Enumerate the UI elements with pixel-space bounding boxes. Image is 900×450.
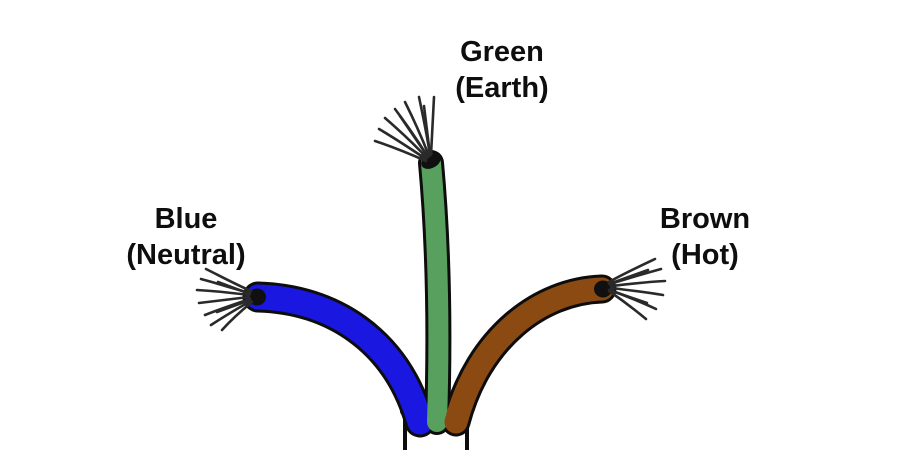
green-wire-name: Green bbox=[460, 36, 544, 68]
green-wire-strands bbox=[373, 95, 436, 163]
brown-wire-strands bbox=[607, 257, 667, 321]
brown-wire-tip bbox=[594, 280, 612, 298]
blue-wire-name: Blue bbox=[154, 203, 218, 235]
blue-wire-label: Blue (Neutral) bbox=[66, 201, 306, 273]
green-wire bbox=[421, 153, 449, 432]
brown-wire bbox=[444, 277, 614, 434]
blue-wire-role: (Neutral) bbox=[126, 239, 246, 271]
blue-wire bbox=[245, 284, 433, 435]
brown-wire-name: Brown bbox=[659, 203, 751, 235]
green-wire-role: (Earth) bbox=[455, 72, 549, 104]
wire-strands bbox=[195, 95, 667, 332]
green-wire-label: Green (Earth) bbox=[382, 34, 622, 106]
blue-wire-strands bbox=[195, 267, 254, 332]
brown-wire-role: (Hot) bbox=[671, 239, 739, 271]
brown-wire-label: Brown (Hot) bbox=[585, 201, 825, 273]
